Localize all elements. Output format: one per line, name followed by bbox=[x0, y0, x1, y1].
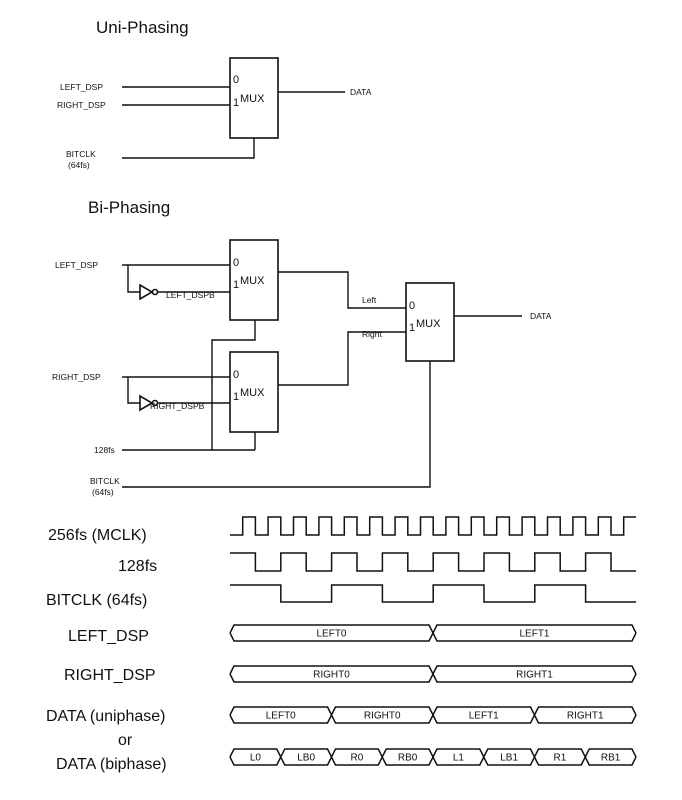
timing-128fs-label: 128fs bbox=[118, 558, 157, 575]
uni-mux-box bbox=[229, 57, 279, 139]
bi-bitclk-label: BITCLK bbox=[90, 476, 120, 486]
right-dsp-cell: RIGHT1 bbox=[516, 670, 553, 681]
bi-left-mux-label: MUX bbox=[240, 275, 265, 287]
bi-128fs-label: 128fs bbox=[94, 445, 115, 455]
data-uniphase-bus: LEFT0 RIGHT0 LEFT1 RIGHT1 bbox=[229, 706, 637, 724]
inverter-icon bbox=[139, 283, 154, 301]
data-biphase-bus: L0 LB0 R0 RB0 L1 LB1 R1 RB1 bbox=[229, 748, 637, 766]
right-dsp-bottom-rail bbox=[229, 672, 637, 683]
data-uni-cell: RIGHT1 bbox=[567, 711, 604, 722]
uni-mux-label: MUX bbox=[240, 93, 265, 105]
inverter-bubble-icon bbox=[151, 288, 159, 296]
bi-final-mux-label: MUX bbox=[416, 318, 441, 330]
data-bi-cell: L0 bbox=[250, 753, 262, 764]
clk128-trace bbox=[230, 552, 636, 572]
mclk-waveform bbox=[230, 516, 636, 536]
clk128-waveform bbox=[230, 552, 636, 572]
timing-mclk-label: 256fs (MCLK) bbox=[48, 527, 147, 544]
uni-title: Uni-Phasing bbox=[96, 18, 189, 37]
uni-bitclk-label: BITCLK bbox=[66, 149, 96, 159]
data-uni-cell: LEFT1 bbox=[469, 711, 499, 722]
inverter-bubble-icon bbox=[151, 399, 159, 407]
timing-or-label: or bbox=[118, 732, 133, 749]
bi-left-dspb-label: LEFT_DSPB bbox=[166, 290, 215, 300]
uni-right-dsp-label: RIGHT_DSP bbox=[57, 100, 106, 110]
bi-left-tag: Left bbox=[362, 295, 377, 305]
data-bi-bottom-rail bbox=[229, 755, 637, 766]
bi-bitclk-wire bbox=[122, 361, 431, 488]
left-dsp-cell: LEFT0 bbox=[316, 629, 346, 640]
bi-right-out-wire bbox=[278, 331, 406, 386]
bi-right-dspb-label: RIGHT_DSPB bbox=[150, 401, 205, 411]
bi-data-label: DATA bbox=[530, 311, 552, 321]
bi-left-mux-in0: 0 bbox=[233, 257, 239, 269]
bi-final-mux-in0: 0 bbox=[409, 300, 415, 312]
data-bi-cell: R1 bbox=[553, 753, 566, 764]
bi-title: Bi-Phasing bbox=[88, 198, 170, 217]
mclk-trace bbox=[230, 516, 636, 536]
bitclk-waveform bbox=[230, 584, 636, 603]
right-dsp-bus: RIGHT0 RIGHT1 bbox=[229, 665, 637, 683]
timing-left-dsp-label: LEFT_DSP bbox=[68, 628, 149, 645]
bitclk-trace bbox=[230, 584, 636, 603]
right-dsp-cell: RIGHT0 bbox=[313, 670, 350, 681]
bi-right-mux-label: MUX bbox=[240, 387, 265, 399]
data-uni-bottom-rail bbox=[229, 713, 637, 724]
bi-right-tag: Right bbox=[362, 329, 382, 339]
data-uni-cell: LEFT0 bbox=[266, 711, 296, 722]
data-bi-cell: LB1 bbox=[500, 753, 518, 764]
left-dsp-cell: LEFT1 bbox=[519, 629, 549, 640]
bi-right-mux-box bbox=[229, 351, 279, 433]
bi-right-inv-tap bbox=[127, 377, 140, 404]
bi-128fs-left-sel bbox=[211, 320, 256, 450]
uni-data-label: DATA bbox=[350, 87, 372, 97]
data-bi-cell: R0 bbox=[350, 753, 363, 764]
inverter-icon bbox=[139, 394, 154, 412]
timing-bitclk-label: BITCLK (64fs) bbox=[46, 592, 147, 609]
data-uni-cell: RIGHT0 bbox=[364, 711, 401, 722]
data-bi-cell: LB0 bbox=[297, 753, 315, 764]
data-bi-cell: RB1 bbox=[601, 753, 621, 764]
bi-left-dsp-label: LEFT_DSP bbox=[55, 260, 98, 270]
left-dsp-bus: LEFT0 LEFT1 bbox=[229, 624, 637, 642]
uni-bitclk-rate: (64fs) bbox=[68, 160, 90, 170]
data-bi-cell: L1 bbox=[453, 753, 465, 764]
bi-left-inv-tap bbox=[127, 265, 140, 293]
uni-left-dsp-label: LEFT_DSP bbox=[60, 82, 103, 92]
left-dsp-bottom-rail bbox=[229, 631, 637, 642]
bi-final-mux-box bbox=[405, 282, 455, 362]
timing-data-uni-label: DATA (uniphase) bbox=[46, 708, 165, 725]
bi-right-dsp-label: RIGHT_DSP bbox=[52, 372, 101, 382]
uni-mux-in0: 0 bbox=[233, 74, 239, 86]
bi-left-mux-box bbox=[229, 239, 279, 321]
bi-left-out-wire bbox=[278, 271, 406, 309]
bi-left-mux-in1: 1 bbox=[233, 279, 239, 291]
timing-right-dsp-label: RIGHT_DSP bbox=[64, 667, 156, 684]
bi-bitclk-rate: (64fs) bbox=[92, 487, 114, 497]
bi-final-mux-in1: 1 bbox=[409, 322, 415, 334]
bi-right-mux-in1: 1 bbox=[233, 391, 239, 403]
uni-bitclk-wire bbox=[122, 138, 255, 159]
timing-data-bi-label: DATA (biphase) bbox=[56, 756, 167, 773]
bi-right-mux-in0: 0 bbox=[233, 369, 239, 381]
data-bi-cell: RB0 bbox=[398, 753, 418, 764]
uni-mux-in1: 1 bbox=[233, 97, 239, 109]
